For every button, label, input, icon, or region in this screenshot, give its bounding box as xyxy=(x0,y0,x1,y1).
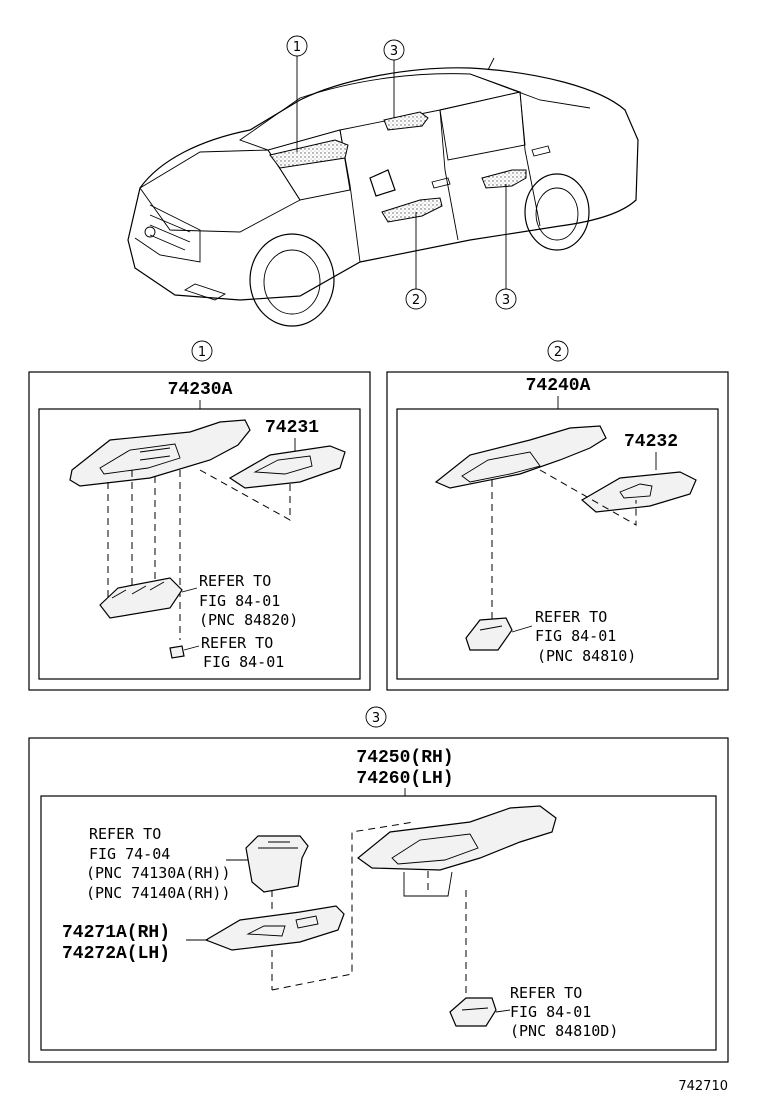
car-overview xyxy=(127,57,639,327)
panel-1: 1 74230A 74231 REFER TO FIG 84-01 (PNC 8… xyxy=(28,340,371,691)
figure-number: 742710 xyxy=(678,1079,728,1094)
panel-1-refer-a-line2: FIG 84-01 xyxy=(199,592,280,610)
panel-3-part-number-rh: 74250(RH) xyxy=(356,748,453,768)
panel-1-refer-a-line1: REFER TO xyxy=(199,572,271,590)
panel-3-refer-top-line3: (PNC 74130A(RH)) xyxy=(86,864,231,882)
panel-3: 3 74250(RH) 74260(LH) REFER TO FIG 74-04… xyxy=(28,706,729,1063)
panel-2-refer-line3: (PNC 84810) xyxy=(537,647,636,665)
panel-3-refer-bottom-line1: REFER TO xyxy=(510,984,582,1002)
panel-2-frame xyxy=(386,371,729,691)
overview-callout-1: 1 xyxy=(286,35,308,152)
bezel-74232 xyxy=(580,471,697,513)
switch-cover xyxy=(245,835,309,893)
overview-callout-2: 2 xyxy=(405,212,427,310)
overview-callout-3a: 3 xyxy=(383,39,405,118)
panel-3-refer-top-line4: (PNC 74140A(RH)) xyxy=(86,884,231,902)
panel-1-refer-b-line1: REFER TO xyxy=(201,634,273,652)
svg-text:3: 3 xyxy=(502,293,510,308)
panel-3-inner-frame xyxy=(40,795,717,1051)
panel-1-callout: 1 xyxy=(198,345,206,360)
panel-3-refer-bottom-line2: FIG 84-01 xyxy=(510,1003,591,1021)
panel-1-part-number: 74230A xyxy=(168,380,233,400)
panel-2-part-number: 74240A xyxy=(526,376,591,396)
rear-switch-assembly xyxy=(357,805,557,871)
panel-3-bezel-lh: 74272A(LH) xyxy=(62,944,170,964)
panel-2-refer-line1: REFER TO xyxy=(535,608,607,626)
panel-1-bezel-part: 74231 xyxy=(265,418,319,438)
window-switch-3 xyxy=(449,997,497,1027)
panel-2-bezel-part: 74232 xyxy=(624,432,678,452)
panel-2-callout: 2 xyxy=(554,345,562,360)
svg-text:2: 2 xyxy=(412,293,420,308)
panel-1-refer-a-line3: (PNC 84820) xyxy=(199,611,298,629)
panel-3-callout: 3 xyxy=(372,711,380,726)
master-switch-bezel xyxy=(69,419,251,487)
window-switch-1 xyxy=(99,577,183,619)
panel-1-inner-frame xyxy=(38,408,361,680)
panel-3-refer-top-line2: FIG 74-04 xyxy=(89,845,170,863)
bezel-74231 xyxy=(228,445,346,489)
bezel-74271a xyxy=(204,905,345,951)
panel-3-frame xyxy=(28,737,729,1063)
panel-3-refer-top-line1: REFER TO xyxy=(89,825,161,843)
window-switch-2 xyxy=(465,617,513,651)
panel-3-part-number-lh: 74260(LH) xyxy=(356,769,453,789)
svg-text:1: 1 xyxy=(293,40,301,55)
panel-1-frame xyxy=(28,371,371,691)
overview-callout-3b: 3 xyxy=(495,184,517,310)
panel-3-refer-bottom-line3: (PNC 84810D) xyxy=(510,1022,618,1040)
svg-text:3: 3 xyxy=(390,44,398,59)
passenger-switch-bezel xyxy=(434,425,607,489)
panel-2-refer-line2: FIG 84-01 xyxy=(535,627,616,645)
panel-2: 2 74240A 74232 REFER TO FIG 84-01 (PNC 8… xyxy=(386,340,729,691)
panel-1-callout-circle xyxy=(191,340,213,362)
panel-3-bezel-rh: 74271A(RH) xyxy=(62,923,170,943)
panel-1-refer-b-line2: FIG 84-01 xyxy=(203,653,284,671)
screw xyxy=(169,645,185,659)
panel-2-inner-frame xyxy=(396,408,719,680)
